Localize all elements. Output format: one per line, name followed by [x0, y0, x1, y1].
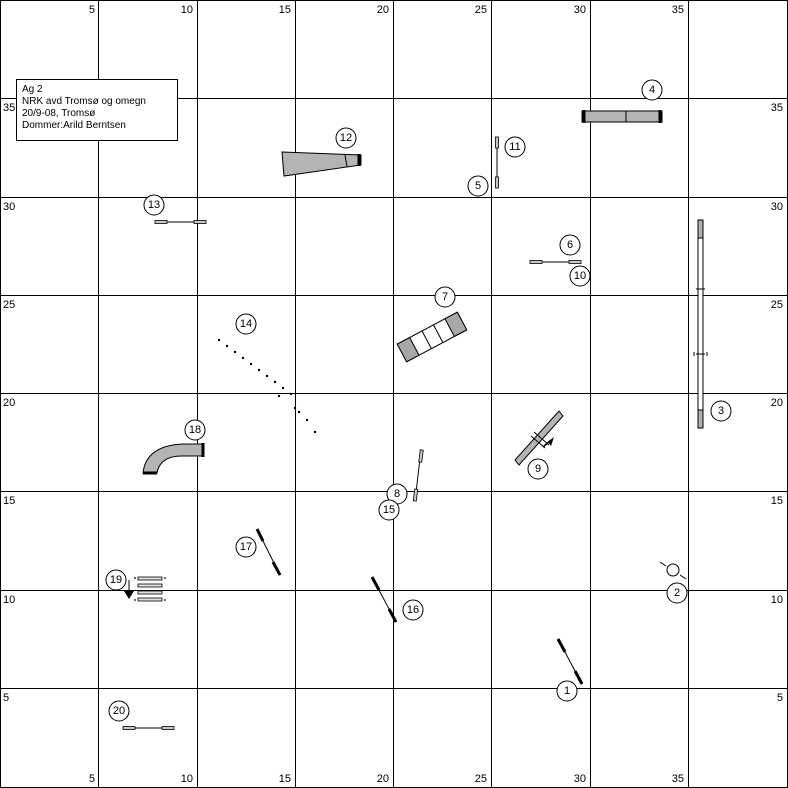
course-info-box: Ag 2 NRK avd Tromsø og omegn 20/9-08, Tr… [16, 79, 178, 141]
bottom-tick-label: 30 [574, 773, 586, 785]
bottom-tick-label: 5 [89, 773, 95, 785]
obstacle-6-10-jump [529, 260, 582, 264]
obstacle-8-15-jump [412, 449, 424, 502]
right-tick-label: 20 [771, 397, 783, 409]
obstacle-14-weave [217, 338, 317, 434]
svg-text:15: 15 [383, 504, 395, 516]
obstacle-number-16: 16 [402, 599, 424, 621]
svg-text:1: 1 [564, 685, 570, 697]
obstacle-5-11-jump [495, 136, 499, 189]
info-judge: Dommer:Arild Berntsen [22, 120, 126, 131]
obstacle-4-tunnel [581, 110, 663, 123]
obstacle-2-tyre [659, 561, 687, 580]
obstacle-number-6: 6 [559, 234, 581, 256]
svg-text:6: 6 [567, 239, 573, 251]
svg-text:5: 5 [475, 180, 481, 192]
obstacle-number-11: 11 [504, 136, 526, 158]
obstacle-number-9: 9 [527, 458, 549, 480]
top-tick-label: 25 [475, 4, 487, 16]
right-tick-label: 35 [771, 102, 783, 114]
right-tick-labels: 35 30 25 20 15 10 5 [771, 102, 783, 704]
svg-text:3: 3 [718, 405, 724, 417]
svg-text:16: 16 [407, 604, 419, 616]
left-tick-label: 10 [3, 594, 15, 606]
obstacle-number-17: 17 [235, 536, 257, 558]
obstacle-9-seesaw [514, 410, 564, 466]
svg-text:14: 14 [240, 318, 252, 330]
left-tick-label: 30 [3, 201, 15, 213]
obstacle-number-14: 14 [235, 313, 257, 335]
right-tick-label: 30 [771, 201, 783, 213]
left-tick-label: 25 [3, 299, 15, 311]
info-class: Ag 2 [22, 84, 43, 95]
obstacle-12-tunnel [281, 151, 362, 177]
obstacle-7-aframe [396, 311, 468, 363]
obstacle-number-20: 20 [108, 700, 130, 722]
top-tick-label: 15 [279, 4, 291, 16]
bottom-tick-labels: 5 10 15 20 25 30 35 [89, 773, 684, 785]
obstacle-19-longjump [124, 576, 166, 602]
obstacle-number-3: 3 [710, 400, 732, 422]
left-tick-label: 20 [3, 397, 15, 409]
obstacle-20-jump [122, 726, 175, 730]
obstacle-number-19: 19 [105, 569, 127, 591]
bottom-tick-label: 15 [279, 773, 291, 785]
obstacle-number-4: 4 [641, 79, 663, 101]
info-date-place: 20/9-08, Tromsø [22, 108, 96, 119]
obstacle-13-jump [154, 220, 207, 224]
top-tick-label: 35 [672, 4, 684, 16]
left-tick-labels: 35 30 25 20 15 10 5 [3, 102, 15, 704]
bottom-tick-label: 10 [181, 773, 193, 785]
obstacle-3-dogwalk [693, 219, 708, 429]
obstacle-1-jump [556, 638, 584, 685]
bottom-tick-label: 20 [377, 773, 389, 785]
obstacle-number-18: 18 [184, 419, 206, 441]
right-tick-label: 25 [771, 299, 783, 311]
top-tick-label: 5 [89, 4, 95, 16]
info-club: NRK avd Tromsø og omegn [22, 96, 146, 107]
bottom-tick-label: 35 [672, 773, 684, 785]
svg-text:9: 9 [535, 463, 541, 475]
obstacle-16-jump [370, 576, 398, 623]
right-tick-label: 5 [777, 692, 783, 704]
svg-text:7: 7 [442, 291, 448, 303]
top-tick-labels: 5 10 15 20 25 30 35 [89, 4, 684, 16]
top-tick-label: 10 [181, 4, 193, 16]
svg-text:2: 2 [674, 587, 680, 599]
right-tick-label: 15 [771, 495, 783, 507]
obstacle-number-15: 15 [378, 499, 400, 521]
svg-text:19: 19 [110, 574, 122, 586]
obstacle-number-7: 7 [434, 286, 456, 308]
svg-text:10: 10 [574, 270, 586, 282]
left-tick-label: 5 [3, 692, 9, 704]
svg-text:20: 20 [113, 705, 125, 717]
obstacle-number-12: 12 [335, 127, 357, 149]
obstacle-number-1: 1 [556, 680, 578, 702]
svg-text:17: 17 [240, 541, 252, 553]
svg-text:13: 13 [148, 199, 160, 211]
obstacle-number-2: 2 [666, 582, 688, 604]
obstacle-17-jump [255, 528, 282, 576]
bottom-tick-label: 25 [475, 773, 487, 785]
top-tick-label: 20 [377, 4, 389, 16]
right-tick-label: 10 [771, 594, 783, 606]
svg-text:12: 12 [340, 132, 352, 144]
svg-text:4: 4 [649, 84, 655, 96]
obstacle-number-10: 10 [569, 265, 591, 287]
svg-text:8: 8 [394, 488, 400, 500]
obstacle-number-5: 5 [467, 175, 489, 197]
svg-text:11: 11 [509, 141, 520, 153]
obstacle-18-tunnel [142, 443, 205, 475]
top-tick-label: 30 [574, 4, 586, 16]
left-tick-label: 15 [3, 495, 15, 507]
obstacle-number-13: 13 [143, 194, 165, 216]
svg-text:18: 18 [189, 424, 201, 436]
left-tick-label: 35 [3, 102, 15, 114]
